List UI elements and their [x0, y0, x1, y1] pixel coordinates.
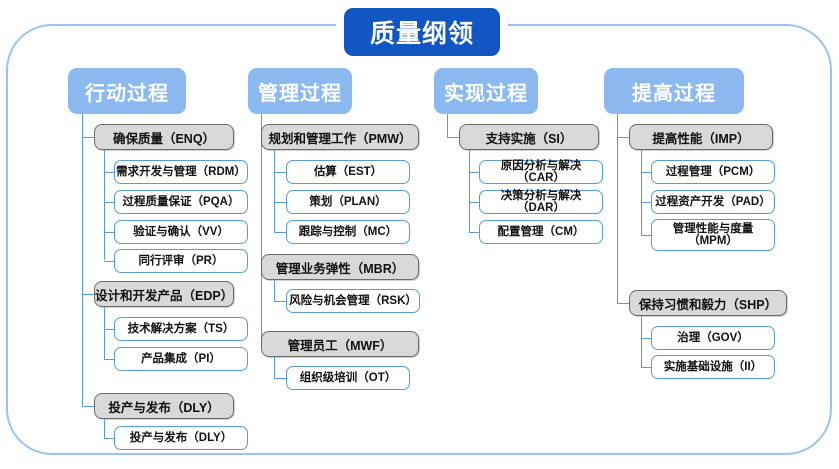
- leaf-box-est[interactable]: 估算（EST）: [286, 160, 410, 184]
- connector-si-item0: [469, 172, 479, 174]
- group-box-mwf[interactable]: 管理员工（MWF）: [261, 331, 419, 357]
- group-box-shp[interactable]: 保持习惯和毅力（SHP）: [629, 290, 787, 316]
- leaf-box-pcm[interactable]: 过程管理（PCM）: [651, 160, 775, 184]
- leaf-box-gov[interactable]: 治理（GOV）: [651, 326, 775, 350]
- connector-si-item2: [469, 232, 479, 234]
- connector-si-spine: [469, 150, 471, 232]
- group-box-dly[interactable]: 投产与发布（DLY）: [94, 393, 234, 419]
- connector-dly-spine: [104, 419, 106, 439]
- connector-mwf-item0: [274, 378, 286, 380]
- leaf-box-ot[interactable]: 组织级培训（OT）: [286, 366, 410, 390]
- leaf-box-cm[interactable]: 配置管理（CM）: [479, 220, 603, 244]
- column-header-3[interactable]: 提高过程: [604, 68, 744, 114]
- group-box-enq[interactable]: 确保质量（ENQ）: [94, 124, 234, 150]
- connector-mbr-spine: [274, 280, 276, 302]
- connector-shp-item1: [641, 367, 651, 369]
- leaf-box-rdm[interactable]: 需求开发与管理（RDM）: [114, 160, 248, 184]
- connector-edp-item1: [104, 359, 114, 361]
- leaf-box-vv[interactable]: 验证与确认（VV）: [114, 220, 248, 244]
- group-box-mbr[interactable]: 管理业务弹性（MBR）: [261, 254, 419, 280]
- connector-pmw-item0: [274, 172, 286, 174]
- connector-col0-group2: [82, 406, 94, 408]
- connector-shp-item0: [641, 338, 651, 340]
- connector-enq-item1: [104, 202, 114, 204]
- connector-shp-spine: [641, 316, 643, 368]
- leaf-box-car[interactable]: 原因分析与解决（CAR）: [479, 160, 603, 184]
- leaf-box-ii[interactable]: 实施基础设施（II）: [651, 355, 775, 379]
- connector-mbr-item0: [274, 301, 286, 303]
- connector-col2-spine: [447, 114, 449, 138]
- leaf-box-rsk[interactable]: 风险与机会管理（RSK）: [286, 289, 420, 313]
- connector-pmw-item2: [274, 232, 286, 234]
- connector-edp-item0: [104, 329, 114, 331]
- connector-imp-item0: [641, 172, 651, 174]
- connector-col0-group1: [82, 294, 94, 296]
- connector-si-item1: [469, 202, 479, 204]
- leaf-box-plan[interactable]: 策划（PLAN）: [286, 190, 410, 214]
- connector-col0-group0: [82, 137, 94, 139]
- connector-enq-item2: [104, 232, 114, 234]
- connector-dly-item0: [104, 438, 114, 440]
- connector-imp-spine: [641, 150, 643, 236]
- leaf-box-mc[interactable]: 跟踪与控制（MC）: [286, 220, 410, 244]
- column-header-2[interactable]: 实现过程: [434, 68, 538, 114]
- leaf-box-pad[interactable]: 过程资产开发（PAD）: [651, 190, 775, 214]
- connector-col2-group0: [447, 137, 459, 139]
- connector-imp-item2: [641, 235, 651, 237]
- column-header-0[interactable]: 行动过程: [68, 68, 186, 114]
- leaf-box-pqa[interactable]: 过程质量保证（PQA）: [114, 190, 248, 214]
- connector-col3-group0: [617, 137, 629, 139]
- connector-mwf-spine: [274, 357, 276, 379]
- connector-col3-spine: [617, 114, 619, 303]
- connector-enq-item3: [104, 261, 114, 263]
- leaf-box-ts[interactable]: 技术解决方案（TS）: [114, 317, 248, 341]
- leaf-box-pi[interactable]: 产品集成（PI）: [114, 347, 248, 371]
- connector-imp-item1: [641, 202, 651, 204]
- connector-pmw-item1: [274, 202, 286, 204]
- group-box-edp[interactable]: 设计和开发产品（EDP）: [94, 281, 234, 307]
- column-header-1[interactable]: 管理过程: [248, 68, 352, 114]
- connector-edp-spine: [104, 307, 106, 359]
- connector-col3-group1: [617, 303, 629, 305]
- group-box-si[interactable]: 支持实施（SI）: [459, 124, 599, 150]
- diagram-title: 质量纲领: [344, 8, 500, 56]
- connector-col1-spine: [261, 114, 263, 345]
- leaf-box-dar[interactable]: 决策分析与解决（DAR）: [479, 190, 603, 214]
- leaf-box-mpm[interactable]: 管理性能与度量 （MPM）: [651, 219, 775, 251]
- connector-enq-spine: [104, 150, 106, 260]
- group-box-imp[interactable]: 提高性能（IMP）: [629, 124, 773, 150]
- leaf-box-pr[interactable]: 同行评审（PR）: [114, 249, 248, 273]
- connector-col0-spine: [82, 114, 84, 406]
- leaf-box-dly-item[interactable]: 投产与发布（DLY）: [114, 426, 248, 450]
- connector-enq-item0: [104, 172, 114, 174]
- connector-pmw-spine: [274, 150, 276, 232]
- group-box-pmw[interactable]: 规划和管理工作（PMW）: [261, 124, 419, 150]
